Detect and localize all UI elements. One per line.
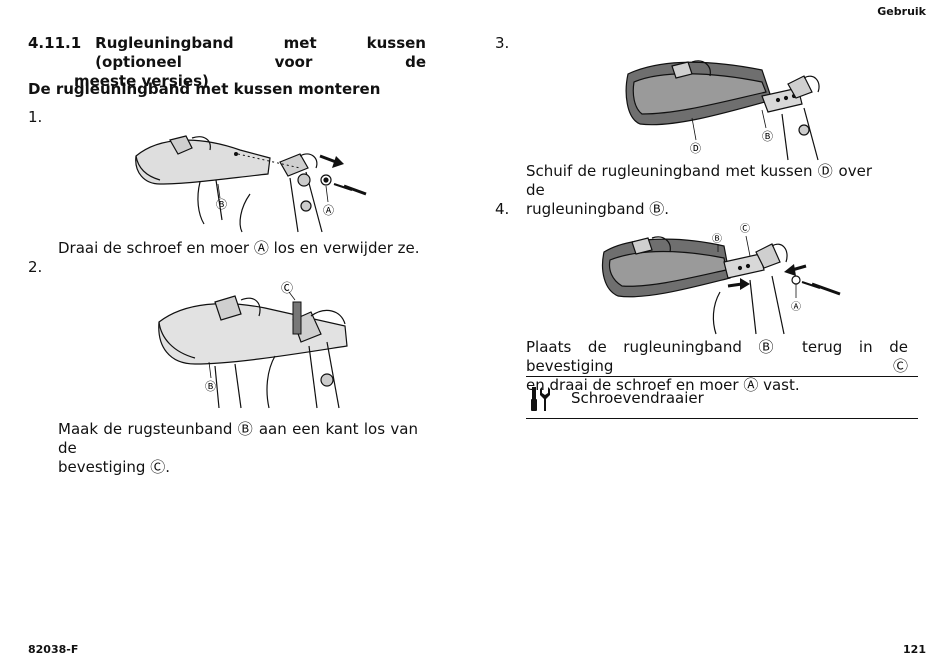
doc-code: 82038-F — [28, 643, 79, 656]
step3-text-line1: Schuif de rugleuningband met kussen Ⓓ ov… — [526, 162, 872, 199]
insert-arrow — [727, 278, 750, 290]
step4-text-line2: en draai de schroef en moer Ⓐ vast. — [526, 376, 800, 394]
callout-b4: Ⓑ — [712, 233, 722, 245]
step4-text-line1: Plaats de rugleuningband Ⓑ terug in de b… — [526, 338, 908, 375]
heading-number: 4.11.1 — [28, 34, 82, 52]
step4-number: 4. — [495, 200, 510, 218]
step4-text: Plaats de rugleuningband Ⓑ terug in de b… — [526, 338, 908, 395]
tighten-arrow — [784, 264, 807, 276]
callout-a4: Ⓐ — [791, 301, 801, 313]
step1-text: Draai de schroef en moer Ⓐ los en verwij… — [58, 239, 420, 257]
backrest-band-drawing — [158, 295, 348, 409]
step2-text-line1: Maak de rugsteunband Ⓑ aan een kant los … — [58, 420, 418, 457]
backrest-band-detached-drawing — [135, 135, 367, 233]
step1-number: 1. — [28, 108, 43, 126]
callout-c4: Ⓒ — [740, 223, 750, 235]
running-header: Gebruik — [877, 5, 926, 18]
callout-a: Ⓐ — [323, 204, 334, 217]
callout-d: Ⓓ — [690, 142, 701, 155]
band-reattach-drawing — [601, 236, 841, 335]
dashed-guide — [237, 153, 301, 169]
callout-c: Ⓒ — [281, 281, 293, 295]
callout-b2: Ⓑ — [205, 380, 216, 393]
callout-b3: Ⓑ — [762, 130, 773, 143]
step2-number: 2. — [28, 258, 43, 276]
removal-arrow — [319, 154, 344, 168]
tools-label: Schroevendraaier — [571, 389, 704, 407]
tools-bottom-rule — [526, 418, 918, 419]
section-heading: 4.11.1 Rugleuningband met kussen (option… — [28, 34, 426, 91]
tools-icon — [531, 387, 550, 411]
mount-bracket — [292, 301, 302, 335]
step3-text: Schuif de rugleuningband met kussen Ⓓ ov… — [526, 162, 872, 219]
step3-number: 3. — [495, 34, 510, 52]
step3-text-line2: rugleuningband Ⓑ. — [526, 200, 670, 218]
subheading: De rugleuningband met kussen monteren — [28, 80, 381, 98]
illustration-step4: Ⓑ Ⓒ Ⓐ — [601, 223, 841, 335]
heading-line2: meeste versies) — [74, 72, 209, 90]
illustration-step3: Ⓓ Ⓑ — [625, 60, 820, 161]
illustration-step1: Ⓑ Ⓐ — [135, 135, 367, 233]
step2-text-line2: bevestiging Ⓒ. — [58, 458, 170, 476]
step2-text: Maak de rugsteunband Ⓑ aan een kant los … — [58, 420, 418, 477]
callout-b: Ⓑ — [216, 198, 227, 211]
cushion-band-drawing — [625, 60, 820, 161]
page-number: 121 — [903, 643, 926, 656]
illustration-step2: Ⓒ Ⓑ — [158, 281, 348, 409]
heading-line1: Rugleuningband met kussen (optioneel voo… — [95, 34, 426, 71]
tools-top-rule — [526, 376, 918, 377]
